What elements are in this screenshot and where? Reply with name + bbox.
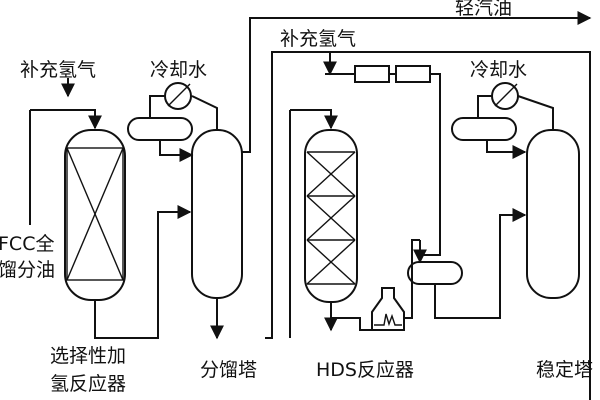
label-selective-reactor-line1: 选择性加	[50, 345, 126, 367]
reflux-drum-right	[451, 117, 517, 141]
label-light-gasoline: 轻汽油	[455, 0, 512, 19]
furnace	[371, 287, 405, 331]
label-cooling-water-left: 冷却水	[150, 59, 207, 81]
label-fcc-feed-line2: 馏分油	[0, 259, 55, 281]
heat-exchanger-1	[354, 65, 390, 83]
hds-reactor	[304, 129, 358, 303]
label-fcc-feed-line1: FCC全	[0, 233, 54, 255]
selective-hydrogenation-reactor	[64, 129, 126, 301]
label-makeup-h2-left: 补充氢气	[20, 59, 96, 81]
label-makeup-h2-mid: 补充氢气	[280, 28, 356, 50]
condenser-right-icon	[491, 82, 519, 110]
condenser-left-icon	[164, 82, 192, 110]
label-selective-reactor-line2: 氢反应器	[50, 373, 126, 395]
fractionator-column	[191, 129, 243, 299]
label-hds-reactor: HDS反应器	[316, 359, 414, 381]
label-cooling-water-right: 冷却水	[470, 59, 527, 81]
stabilizer-column	[526, 129, 580, 299]
separator-drum	[407, 261, 463, 285]
label-stabilizer: 稳定塔	[536, 359, 593, 381]
heat-exchanger-2	[395, 65, 431, 83]
label-fractionator: 分馏塔	[200, 359, 257, 381]
reflux-drum-left	[127, 117, 193, 141]
piping	[29, 11, 592, 400]
